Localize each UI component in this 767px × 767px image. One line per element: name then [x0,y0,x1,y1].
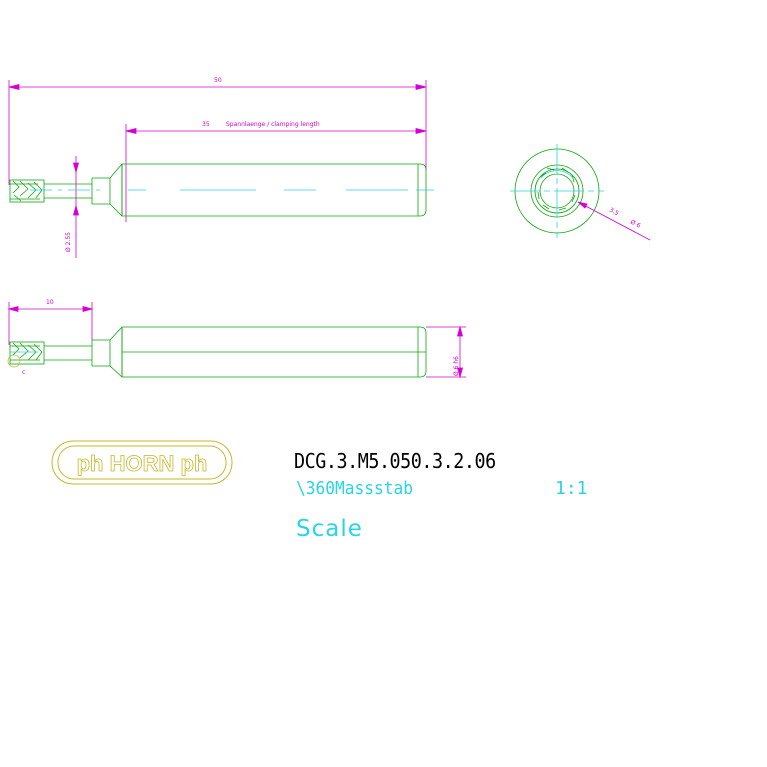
part-code: DCG.3.M5.050.3.2.06 [294,449,496,473]
scale-label: \360Massstab [296,478,414,499]
end-view-dim-2: Ø 6 [629,219,642,230]
tool-outline-top [9,163,427,217]
neck-diameter-label: Ø 2.55 [65,232,72,252]
overall-length-label: 50 [214,77,222,84]
horn-logo: ph HORN ph [51,440,233,485]
end-view-dim-1: 3.5 [608,207,620,218]
clamping-length-value: 35 [202,121,210,128]
clamping-length-caption: Spannlaenge / clamping length [226,121,320,128]
end-view: 3.5 Ø 6 [510,144,651,241]
logo-text: ph HORN ph [77,451,208,476]
end-view-centerline [510,144,604,238]
side-view: 10 Ø 6 h6 c [7,299,466,379]
cutting-length-label: 10 [46,299,54,306]
scale-label-english: Scale [296,516,363,542]
edge-mark-label: c [22,369,25,376]
dimension-neck-diameter [72,156,80,258]
scale-value: 1:1 [555,478,588,499]
end-view-leader [577,201,651,241]
cutting-edge-detail [7,351,38,368]
shank-diameter-label: Ø 6 h6 [453,356,460,376]
top-view: 50 35 Spannlaenge / clamping length Ø 2.… [8,77,434,258]
dimension-clamping-length [125,124,427,222]
dimension-cutting-length [7,302,94,345]
dimension-shank-diameter [426,325,466,379]
tool-outline-side [9,326,427,378]
dimension-overall-length [8,80,427,185]
